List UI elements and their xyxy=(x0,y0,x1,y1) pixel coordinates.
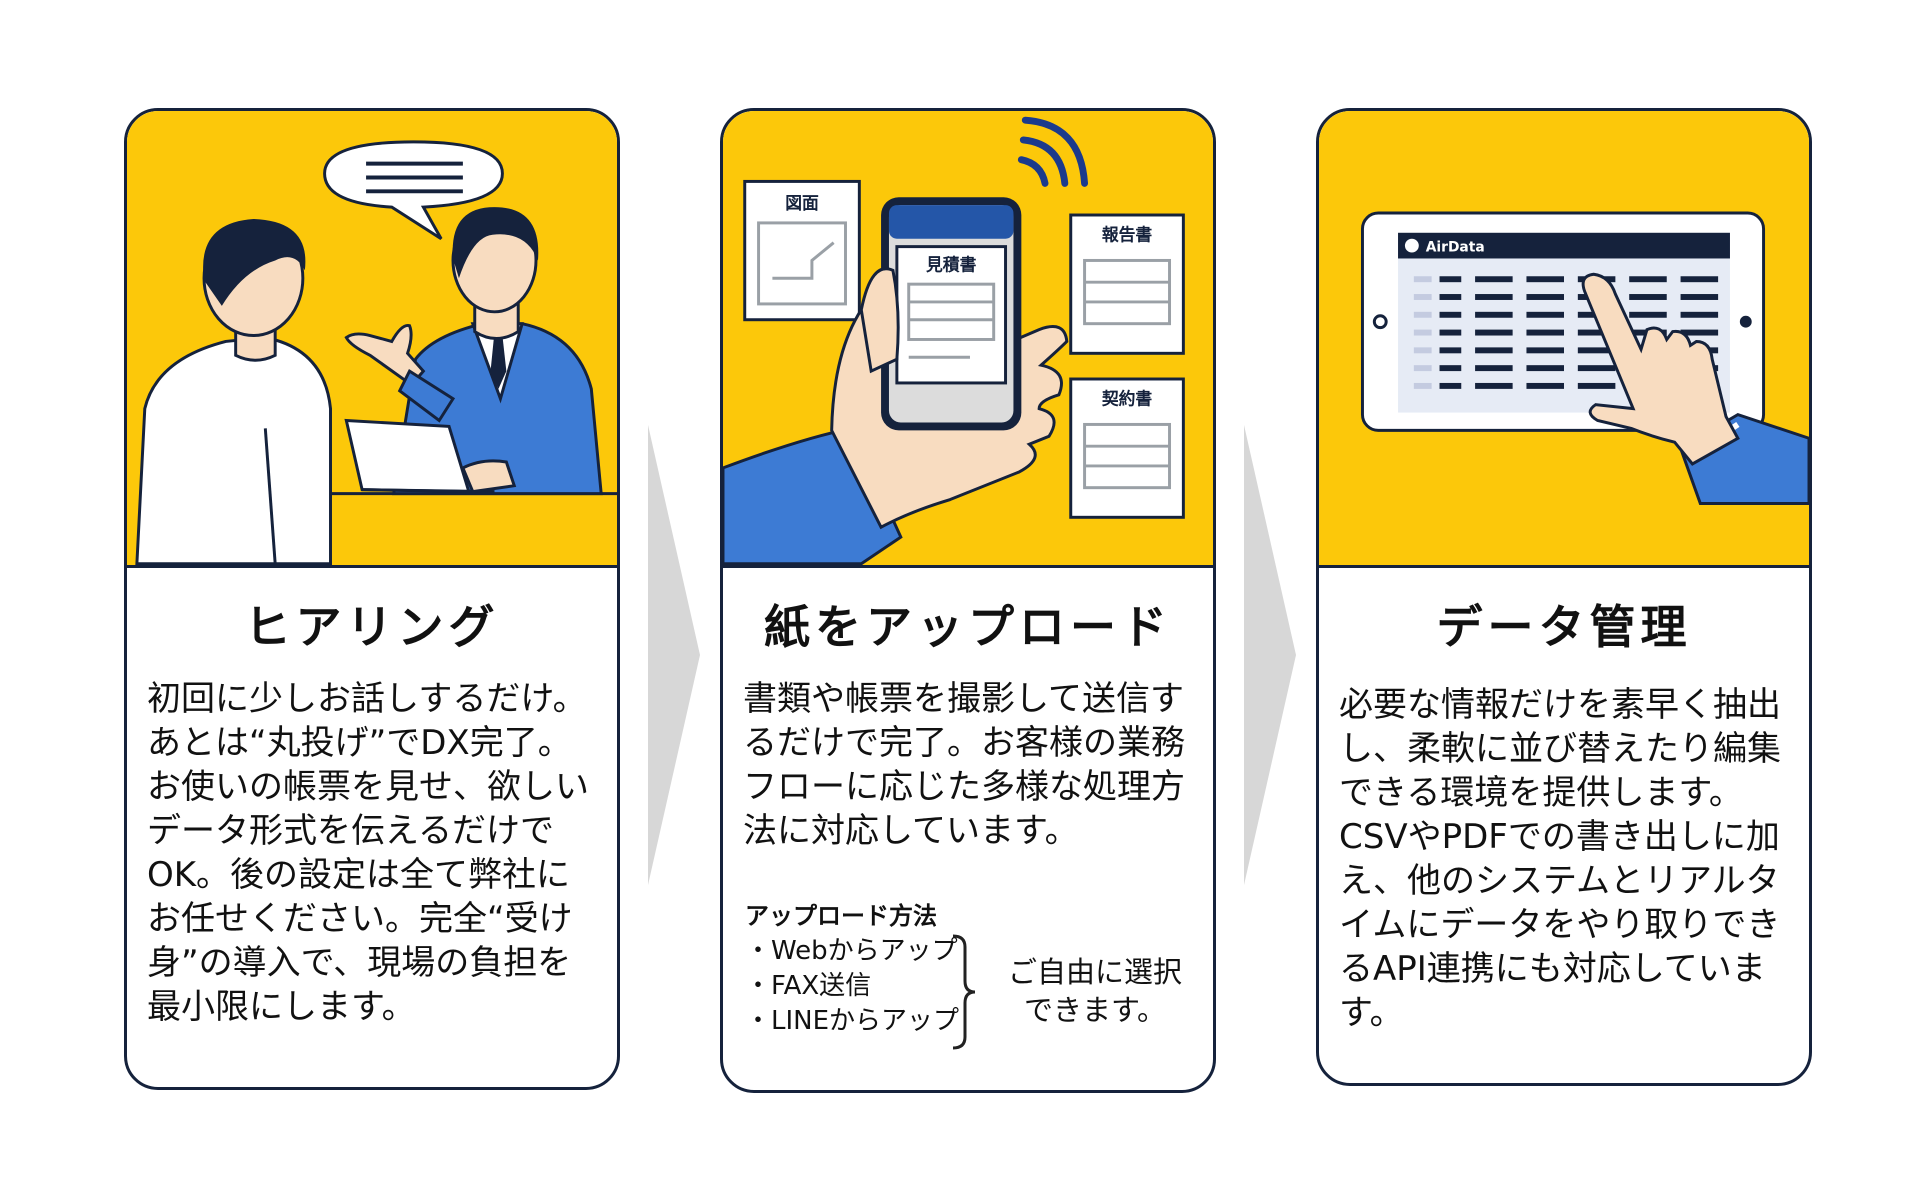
step-title: 紙をアップロード xyxy=(764,600,1172,654)
document-label-contract: 契約書 xyxy=(1101,389,1153,409)
step-description: 書類や帳票を撮影して送信するだけで完了。お客様の業務フローに応じた多様な処理方法… xyxy=(743,679,1185,851)
document-label-drawing: 図面 xyxy=(785,193,819,213)
right-brace-icon xyxy=(952,934,976,1050)
upload-methods-list: ・Webからアップ ・FAX送信 ・LINEからアップ xyxy=(745,934,959,1039)
upload-method-item: ・LINEからアップ xyxy=(745,1006,960,1036)
report-document-icon: 報告書 xyxy=(1069,213,1185,355)
app-name: AirData xyxy=(1426,240,1485,256)
upload-methods-heading: アップロード方法 xyxy=(745,902,937,930)
step-title: データ管理 xyxy=(1436,600,1692,654)
step-title: ヒアリング xyxy=(244,600,500,654)
step-card-hearing: ヒアリング 初回に少しお話しするだけ。あとは“丸投げ”でDX完了。 お使いの帳票… xyxy=(124,108,620,1090)
laptop-icon xyxy=(344,418,517,494)
step-card-data-management: AirData データ管理 必要な情報だけを素早く抽 xyxy=(1316,108,1812,1086)
next-step-arrow-icon xyxy=(648,425,700,885)
data-management-illustration: AirData xyxy=(1319,111,1809,568)
meeting-illustration xyxy=(127,140,617,565)
speech-bubble-icon xyxy=(323,140,504,240)
upload-method-item: ・Webからアップ xyxy=(745,936,958,966)
hearing-illustration xyxy=(127,111,617,568)
document-label-estimate: 見積書 xyxy=(925,254,977,274)
tablet-illustration: AirData xyxy=(1360,211,1809,505)
step-description: 初回に少しお話しするだけ。あとは“丸投げ”でDX完了。 お使いの帳票を見せ、欲し… xyxy=(147,679,589,1027)
consultant-person-icon xyxy=(344,207,603,496)
step-description: 必要な情報だけを素早く抽出し、柔軟に並び替えたり編集できる環境を提供します。CS… xyxy=(1339,685,1781,1033)
upload-methods-note: ご自由に選択できます。 xyxy=(1007,955,1182,1027)
wireless-signal-icon xyxy=(1017,116,1089,187)
drawing-document-icon: 図面 xyxy=(743,179,861,322)
phone-scan-illustration: 図面 報告書 契約書 xyxy=(723,116,1185,565)
client-person-icon xyxy=(135,218,332,565)
next-step-arrow-icon xyxy=(1244,425,1296,885)
upload-method-item: ・FAX送信 xyxy=(745,971,872,1001)
document-label-report: 報告書 xyxy=(1102,225,1153,245)
contract-document-icon: 契約書 xyxy=(1069,377,1185,519)
upload-illustration: 図面 報告書 契約書 xyxy=(723,111,1213,568)
smartphone-icon: 見積書 xyxy=(881,197,1022,431)
pointing-hand-icon xyxy=(1581,272,1740,466)
step-card-upload: 図面 報告書 契約書 xyxy=(720,108,1216,1093)
